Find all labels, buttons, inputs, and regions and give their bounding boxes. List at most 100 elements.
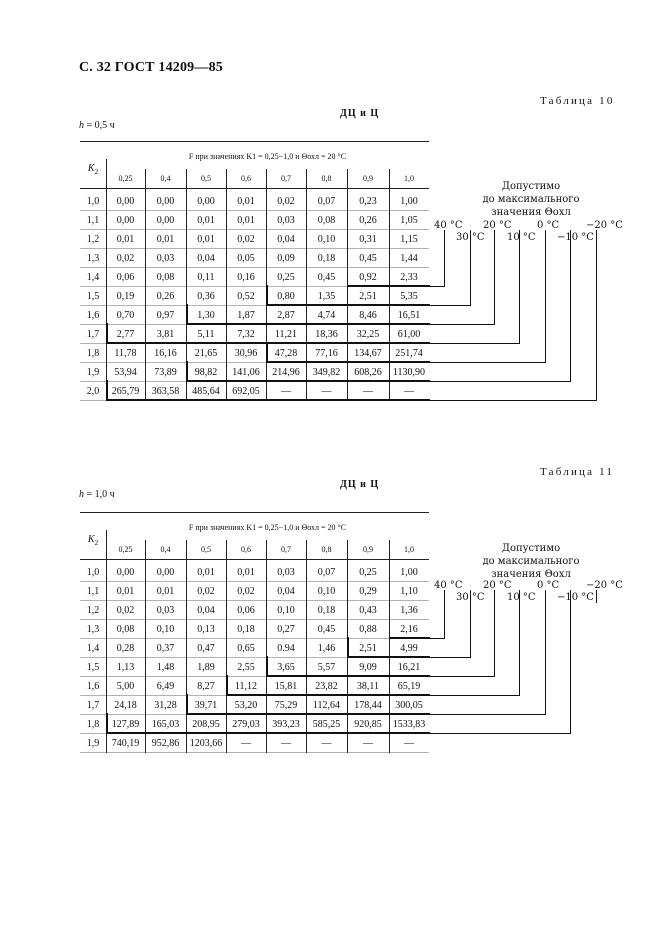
table-10-limit-line-5 [186,380,430,382]
table-10-cell: 0,11 [197,272,215,283]
table-10-cell: 4,74 [317,310,336,321]
table-10-k2-sub: 2 [94,168,99,176]
table-11-cell: 0,47 [197,643,215,654]
table-11-cell: 112,64 [312,700,341,711]
table-11-cell: 53,20 [234,700,258,711]
table-11-cell: 0,06 [237,605,255,616]
table-11-temp-tick-1 [470,590,471,603]
table-11-cell: 585,25 [312,719,341,730]
table-10-row-k2-7: 1,7 [86,329,100,340]
table-10-cell: 0,02 [116,253,135,264]
table-10-cell: 0,45 [359,253,377,264]
table-10-cell: 134,67 [354,348,382,359]
table-11-allowed-label-0: Допустимо [501,543,561,554]
table-10-cell: 5,11 [197,329,215,340]
table-11-cell: 5,57 [317,662,336,673]
table-10-leader-2 [429,243,495,325]
table-10-limit-line-2 [186,323,430,325]
table-10-row-rule [80,248,429,249]
table-11-temp-tick-6 [596,590,597,603]
table-11-cell: 0,10 [156,624,175,635]
table-10-cell: 0,97 [156,310,175,321]
table-10-cell: 30,96 [234,348,258,359]
table-11-cell: 0,01 [116,586,135,597]
table-11-cell: 920,85 [354,719,382,730]
table-11-row-rule [80,638,429,639]
table-11-temp-tick-3 [519,590,520,603]
table-10-cell: 73,89 [154,367,177,378]
table-10-leader-6 [429,243,597,401]
table-11-temp-tick-4 [545,590,546,603]
table-10-leader-4 [429,243,546,363]
table-11-cell: 2,51 [359,643,377,654]
table-11-cell: 2,55 [237,662,255,673]
table-10-cell: 363,58 [151,386,180,397]
table-10-f-header: F при значениях K1 = 0,25−1,0 и Θохл = 2… [188,152,347,161]
table-11-cell: 1,46 [317,643,336,654]
table-10-leader-5 [429,243,571,382]
table-11-cell: 0,08 [116,624,135,635]
table-11-limit-line-5 [106,732,430,734]
table-10-cell: 485,64 [192,386,220,397]
table-11-vline-7 [389,540,390,753]
table-11-cell: 0,88 [359,624,377,635]
table-11-cell: 5,00 [116,681,135,692]
table-11-cell: — [363,738,373,749]
table-11-h-label: h = 1,0 ч [79,489,115,500]
table-10-cell: 0,80 [277,291,295,302]
table-10-limit-step-3 [106,323,108,344]
table-10-cell: 18,36 [315,329,338,340]
table-10-header-rule [80,188,429,189]
table-10-row-k2-5: 1,5 [86,291,100,302]
table-10-cell: 0,10 [317,234,336,245]
table-10-cell: 7,32 [237,329,255,340]
table-10-temp-tick-3 [519,230,520,243]
table-10-temp-bottom-2: −10 °С [557,232,594,243]
table-11-vline-k2 [106,530,107,753]
table-10-cell: 1,44 [400,253,418,264]
table-10-cell: — [281,386,291,397]
table-11-top-rule [80,512,429,513]
table-10-cell: 0,23 [359,196,377,207]
table-10-temp-tick-2 [494,230,495,243]
table-11-row-k2-4: 1,4 [86,643,100,654]
table-10-row-k2-6: 1,6 [86,310,100,321]
table-10-cell: 0,04 [197,253,215,264]
table-10-cell: 0,36 [197,291,215,302]
table-11-limit-line-3 [226,694,430,696]
table-11-temp-bottom-0: 30 °С [456,592,485,603]
table-11-cell: 11,12 [234,681,258,692]
table-10-vline-2 [186,169,187,401]
table-11-temp-bottom-2: −10 °С [557,592,594,603]
table-11-cell: 0,02 [237,586,255,597]
table-11-temp-tick-5 [570,590,571,603]
table-11-cell: 15,81 [274,681,298,692]
table-11-temp-tick-2 [494,590,495,603]
table-10-leader-0 [429,243,445,287]
table-10-limit-line-6 [106,399,430,401]
table-10-cell: 0,00 [116,215,135,226]
table-11-cell: 31,28 [154,700,177,711]
table-10-row-k2-3: 1,3 [86,253,100,264]
table-11-cell: 0,10 [277,605,295,616]
table-11-limit-step-2 [266,656,268,677]
table-10-limit-step-1 [266,285,268,306]
table-11-row-rule [80,752,429,753]
table-10-cell: 53,94 [114,367,137,378]
table-10-cell: 0,01 [237,196,255,207]
table-11-row-k2-8: 1,8 [86,719,100,730]
table-11-cell: 1,36 [400,605,418,616]
table-11-cell: — [321,738,332,749]
table-11-cell: 23,82 [315,681,338,692]
table-11-cell: 1,89 [197,662,215,673]
table-11-cell: 39,71 [194,700,218,711]
table-11-allowed-label-1: до максимального [482,556,580,567]
table-10-vline-k2 [106,159,107,401]
table-10-vline-1 [145,169,146,401]
table-10-vline-3 [226,169,227,401]
table-10-col-header-5: 0,8 [321,174,332,183]
table-10-cell: 265,79 [111,386,140,397]
table-11-leader-2 [429,603,495,677]
table-11-k2-sub: 2 [94,539,99,547]
